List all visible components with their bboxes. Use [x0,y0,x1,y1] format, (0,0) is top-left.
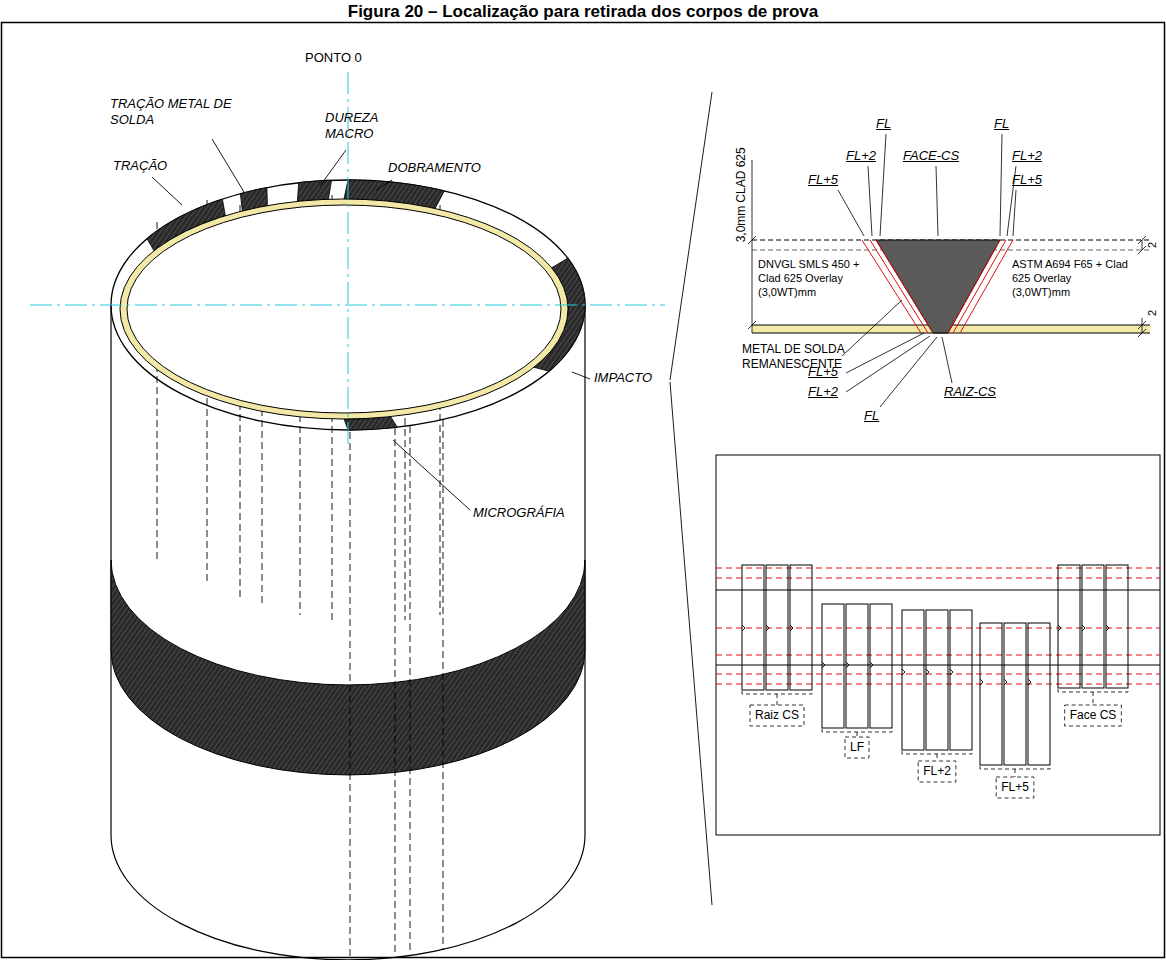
specimen-bar [902,610,924,750]
annotation-label: FL+5 [1012,172,1042,188]
specimen-bar [980,623,1002,765]
annotation-label: 2 [1146,242,1160,248]
zone-line [716,578,1160,579]
center-lines [30,72,665,450]
annotation-label: TRAÇÃO [113,158,167,174]
weld-cross-section [748,134,1150,407]
annotation-label: CLAD 625 [734,147,749,202]
group-bracket [1058,689,1128,726]
specimen-sector [297,180,331,201]
specimen-bar [926,610,948,750]
annotation-label: Face CS [1070,708,1117,723]
annotation-label: FL+5 [1001,780,1029,795]
annotation-label: DOBRAMENTO [388,160,481,176]
specimen-bar [870,604,892,728]
figure-title: Figura 20 – Localização para retirada do… [0,2,1166,22]
annotation-label: FL+5 [808,172,838,188]
annotation-label: ASTM A694 F65 + Clad 625 Overlay (3,0WT)… [1012,258,1132,299]
annotation-label: RAIZ-CS [944,384,996,400]
group-bracket [742,691,812,726]
weld-band [111,560,585,775]
notch-mark [1058,625,1061,631]
specimen-bar [1106,565,1128,688]
specimen-bar [1058,565,1080,688]
annotation-label: DNVGL SMLS 450 + Clad 625 Overlay (3,0WT… [758,258,878,299]
specimen-bar [1082,565,1104,688]
annotation-label: FL+2 [808,384,838,400]
specimen-bar [846,604,868,728]
group-bracket [980,766,1050,798]
specimen-bar [822,604,844,728]
notch-mark [1004,679,1007,685]
zone-line [716,568,1160,569]
specimen-bar [742,565,764,690]
notch-mark [870,662,873,668]
notch-mark [766,625,769,631]
specimen-layout-box [716,455,1160,835]
group-bracket [822,729,892,758]
notch-mark [1106,625,1109,631]
leader-lines [152,92,712,905]
annotation-label: MICROGRÁFIA [473,505,565,521]
annotation-label: 2 [1146,310,1160,316]
zone-line [716,684,1160,685]
annotation-label: FL+2 [846,148,876,164]
pipe-bore [127,205,561,413]
specimen-bar [766,565,788,690]
annotation-label: METAL DE SOLDA REMANESCENTE [742,342,860,372]
specimen-bar [1004,623,1026,765]
annotation-label: FL [864,408,879,424]
group-bracket [902,751,972,782]
annotation-label: 3,0mm [734,206,749,243]
notch-mark [950,669,953,675]
annotation-label: FL+2 [1012,148,1042,164]
plate-line [716,590,1160,591]
annotation-label: LF [850,740,864,755]
annotation-label: FL [994,116,1009,132]
notch-mark [790,625,793,631]
specimen-bar [950,610,972,750]
specimen-bar [790,565,812,690]
notch-mark [742,625,745,631]
annotation-label: TRAÇÃO METAL DE SOLDA [110,96,250,129]
zone-line [716,655,1160,656]
annotation-label: IMPACTO [594,370,652,386]
zone-line [716,674,1160,675]
notch-mark [822,662,825,668]
annotation-label: FL [876,116,891,132]
specimen-bar [1028,623,1050,765]
annotation-label: FL+2 [923,764,951,779]
annotation-label: FACE-CS [903,148,959,164]
annotation-label: DUREZA MACRO [325,110,397,143]
notch-mark [1028,679,1031,685]
annotation-label: FL+5 [808,364,838,380]
impact-specimens [716,565,1160,765]
zone-line [716,628,1160,629]
notch-mark [980,679,983,685]
notch-mark [926,669,929,675]
plate-line [716,665,1160,666]
annotation-label: PONTO 0 [305,50,362,66]
notch-mark [902,669,905,675]
annotation-label: Raiz CS [755,708,799,723]
notch-mark [846,662,849,668]
clad-layer [120,199,568,419]
group-brackets [742,689,1128,798]
notch-mark [1082,625,1085,631]
frame [2,23,1165,958]
